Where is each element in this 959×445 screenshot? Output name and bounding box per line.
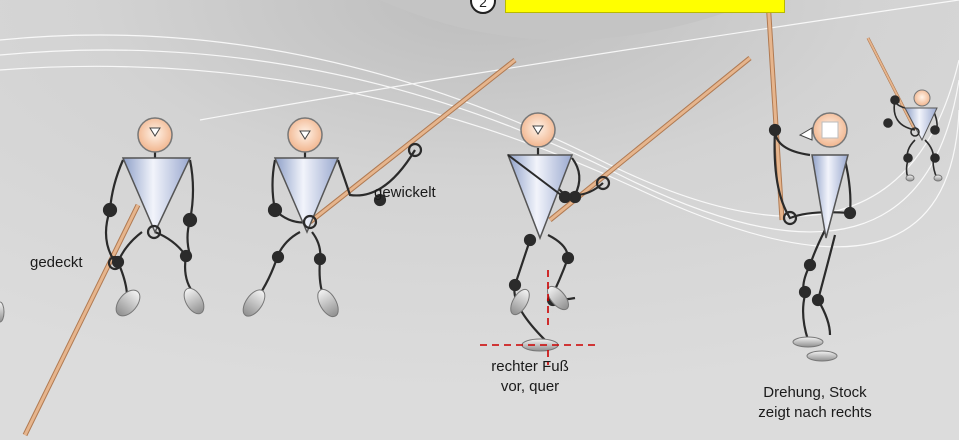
- label-foot-position: rechter Fuß vor, quer: [455, 357, 605, 397]
- figure-3-right-foot-forward: [506, 56, 752, 352]
- foot-position-marker: [480, 270, 600, 365]
- label-foot-line2: vor, quer: [500, 378, 560, 395]
- left-edge-fragment: [0, 301, 5, 323]
- figure-1-covered: [22, 117, 205, 437]
- label-gewickelt: gewickelt: [374, 184, 436, 201]
- label-turn-line2: zeigt nach rechts: [758, 404, 872, 421]
- figure-4-turn: [765, 0, 857, 362]
- figure-5-small: [866, 37, 943, 182]
- title-highlight-bar: [505, 0, 785, 13]
- label-foot-line1: rechter Fuß: [491, 358, 569, 375]
- label-turn-line1: Drehung, Stock: [763, 384, 867, 401]
- label-gedeckt: gedeckt: [30, 254, 83, 271]
- label-turn: Drehung, Stock zeigt nach rechts: [730, 383, 900, 423]
- background-swoosh-lines: [0, 0, 959, 247]
- figure-2-wrapped: [242, 58, 517, 318]
